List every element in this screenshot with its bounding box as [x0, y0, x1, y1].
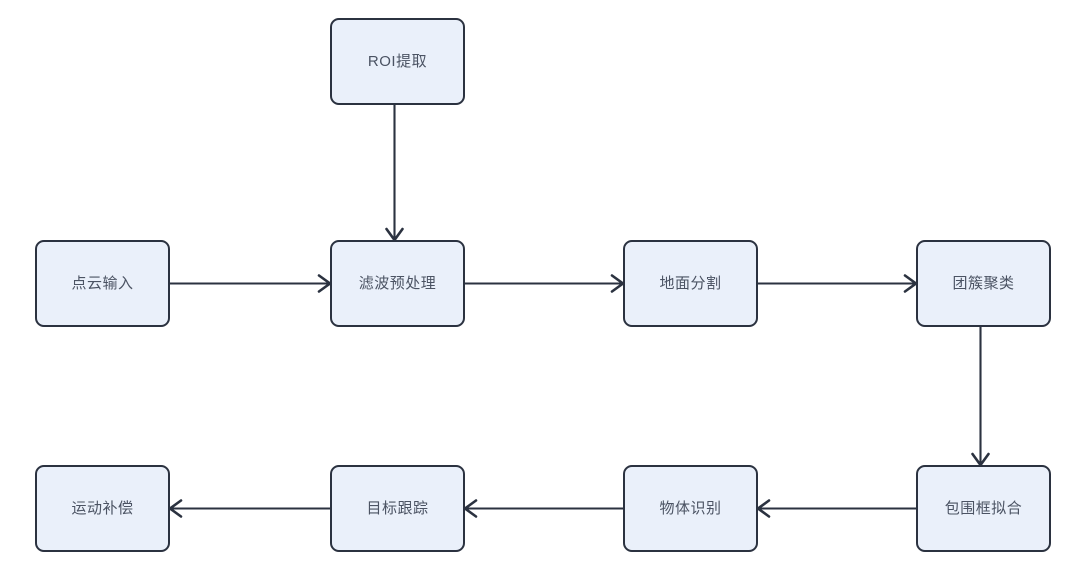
arrowhead-icon	[903, 274, 919, 293]
edge-ground-to-cluster	[758, 274, 919, 293]
node-label-target-tracking: 目标跟踪	[366, 500, 429, 517]
node-object-recognition[interactable]: 物体识别	[623, 465, 758, 552]
node-label-bounding-box-fitting: 包围框拟合	[944, 500, 1023, 517]
arrowhead-icon	[317, 274, 333, 293]
node-motion-compensation[interactable]: 运动补偿	[35, 465, 170, 552]
edge-input-to-filter	[170, 274, 333, 293]
edge-roi-to-filter	[385, 105, 404, 243]
node-label-object-recognition: 物体识别	[659, 500, 722, 517]
arrowhead-icon	[610, 274, 626, 293]
edge-bbox-to-recognize	[755, 499, 916, 518]
node-cluster-clustering[interactable]: 团簇聚类	[916, 240, 1051, 327]
node-point-cloud-input[interactable]: 点云输入	[35, 240, 170, 327]
arrowhead-icon	[755, 499, 771, 518]
arrowhead-icon	[167, 499, 183, 518]
node-label-ground-segmentation: 地面分割	[659, 275, 722, 292]
node-bounding-box-fitting[interactable]: 包围框拟合	[916, 465, 1051, 552]
node-ground-segmentation[interactable]: 地面分割	[623, 240, 758, 327]
arrowhead-icon	[971, 452, 990, 468]
node-label-cluster-clustering: 团簇聚类	[952, 275, 1015, 292]
node-label-point-cloud-input: 点云输入	[71, 275, 134, 292]
edge-recognize-to-tracking	[462, 499, 623, 518]
edge-cluster-to-bbox	[971, 327, 990, 468]
arrowhead-icon	[385, 227, 404, 243]
node-label-roi: ROI提取	[367, 53, 428, 70]
node-target-tracking[interactable]: 目标跟踪	[330, 465, 465, 552]
node-label-motion-compensation: 运动补偿	[71, 500, 134, 517]
arrowhead-icon	[462, 499, 478, 518]
node-label-filter-preprocessing: 滤波预处理	[358, 275, 437, 292]
edge-filter-to-ground	[465, 274, 626, 293]
edges-group	[167, 105, 990, 518]
edge-tracking-to-motion	[167, 499, 330, 518]
node-roi[interactable]: ROI提取	[330, 18, 465, 105]
node-filter-preprocessing[interactable]: 滤波预处理	[330, 240, 465, 327]
